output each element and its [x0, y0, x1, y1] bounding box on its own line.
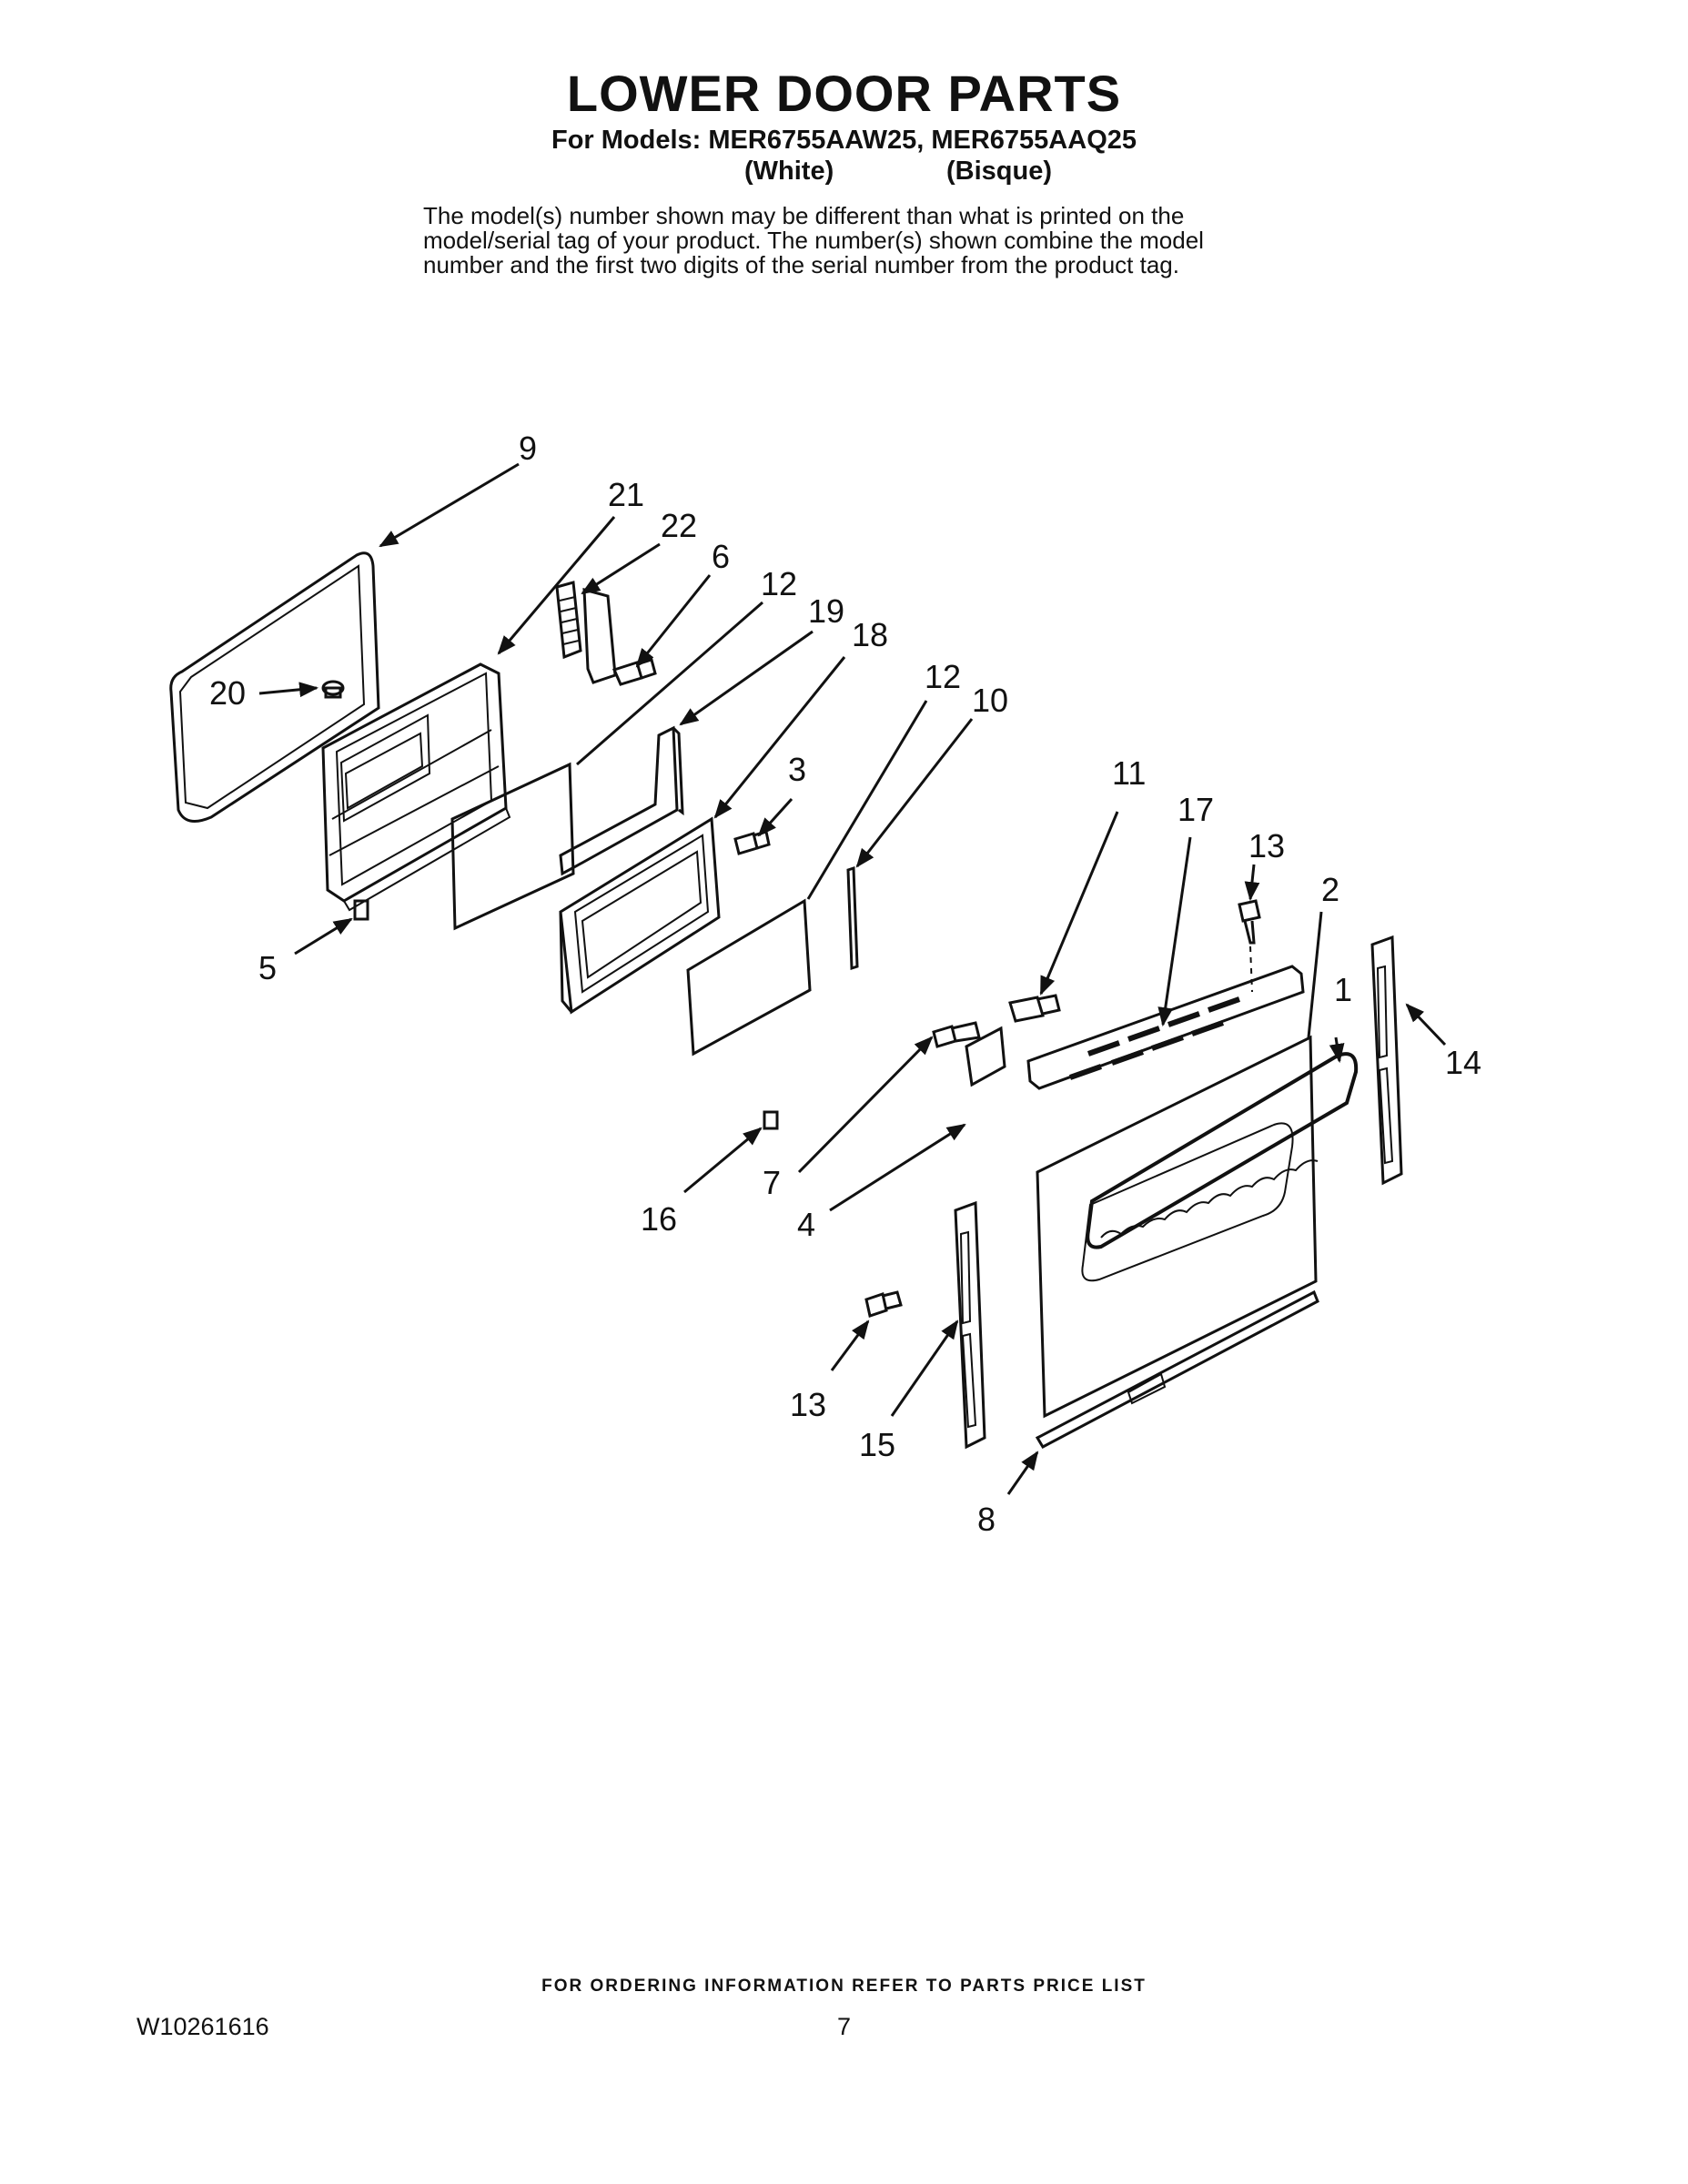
callout-22: 22 — [661, 507, 697, 544]
screw-part-6 — [612, 658, 657, 686]
insulation-part-19 — [559, 725, 684, 876]
note-line-2: model/serial tag of your product. The nu… — [423, 227, 1204, 254]
variant-white: (White) — [744, 157, 834, 186]
callout-4: 4 — [797, 1206, 815, 1243]
spacer-part-5 — [353, 899, 369, 921]
callout-15: 15 — [859, 1426, 895, 1463]
callout-12-upper: 12 — [761, 565, 797, 602]
ordering-info: FOR ORDERING INFORMATION REFER TO PARTS … — [541, 1977, 1147, 1996]
inner-door-panel — [321, 662, 511, 912]
callout-6: 6 — [712, 538, 730, 575]
callout-13-upper: 13 — [1248, 827, 1285, 864]
callout-18: 18 — [852, 616, 888, 653]
callout-8: 8 — [977, 1501, 996, 1538]
model-number-note: The model(s) number shown may be differe… — [423, 204, 1315, 278]
screw-part-11 — [1008, 994, 1061, 1023]
callout-13-lower: 13 — [790, 1386, 826, 1423]
document-number: W10261616 — [136, 2013, 269, 2040]
trim-strip-part-10 — [846, 865, 859, 971]
side-trim-left — [954, 1200, 986, 1450]
callout-21: 21 — [608, 476, 644, 513]
door-gasket — [169, 551, 380, 823]
callout-20: 20 — [209, 674, 246, 712]
callout-12-lower: 12 — [925, 658, 961, 695]
callout-14: 14 — [1445, 1044, 1481, 1081]
callout-10: 10 — [972, 682, 1008, 719]
bottom-trim-part-8 — [1035, 1289, 1319, 1449]
side-trim-right — [1370, 935, 1403, 1186]
callout-labels: 9 21 22 6 12 19 18 20 12 10 3 11 17 13 2… — [209, 430, 1481, 1538]
callout-7: 7 — [763, 1164, 781, 1201]
screw-part-3 — [733, 830, 771, 855]
callout-5: 5 — [258, 949, 277, 986]
note-line-3: number and the first two digits of the s… — [423, 251, 1179, 278]
callout-2: 2 — [1321, 871, 1339, 908]
callout-1: 1 — [1334, 971, 1352, 1008]
hinge-receiver — [932, 1021, 1006, 1087]
callout-leaders — [258, 462, 1447, 1495]
models-line: For Models: MER6755AAW25, MER6755AAQ25 — [551, 126, 1137, 155]
page-title: LOWER DOOR PARTS — [566, 65, 1122, 122]
window-glass-lower — [686, 898, 812, 1057]
window-glass-upper — [450, 762, 575, 931]
callout-17: 17 — [1178, 791, 1214, 828]
callout-16: 16 — [641, 1200, 677, 1238]
variant-bisque: (Bisque) — [946, 157, 1052, 186]
page-number: 7 — [836, 2013, 852, 2040]
callout-3: 3 — [788, 751, 806, 788]
outer-door-panel — [1036, 1035, 1318, 1419]
callout-11: 11 — [1112, 754, 1146, 792]
door-handle — [1086, 1052, 1359, 1249]
inner-door-frame — [559, 816, 721, 1015]
screw-part-13-upper — [1238, 899, 1261, 993]
note-line-1: The model(s) number shown may be differe… — [423, 202, 1185, 229]
callout-19: 19 — [808, 592, 844, 630]
plug-part-20 — [321, 680, 345, 699]
vent-trim-part-17 — [1026, 965, 1305, 1090]
hinge-spring — [555, 581, 617, 684]
callout-9: 9 — [519, 430, 537, 467]
screw-part-13-lower — [864, 1290, 903, 1318]
spacer-part-16 — [763, 1110, 779, 1130]
